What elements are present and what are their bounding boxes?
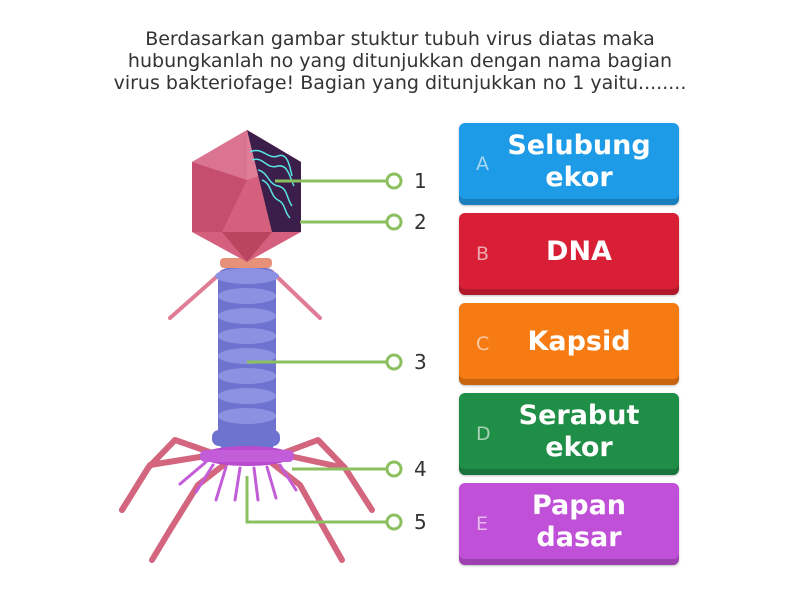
collar-whiskers: [168, 270, 322, 320]
pointer-lines: [245, 179, 392, 524]
answer-option-a[interactable]: A Selubung ekor: [459, 123, 679, 205]
question-text: Berdasarkan gambar stuktur tubuh virus d…: [90, 28, 710, 94]
question-line-3: virus bakteriofage! Bagian yang ditunjuk…: [113, 72, 687, 94]
answer-option-d[interactable]: D Serabut ekor: [459, 393, 679, 475]
pointer-number-3: 3: [414, 350, 427, 374]
question-line-1: Berdasarkan gambar stuktur tubuh virus d…: [145, 28, 655, 50]
answer-label-c: Kapsid: [527, 326, 631, 357]
pointer-number-4: 4: [414, 457, 427, 481]
dna-icon: [249, 149, 295, 219]
answer-letter-d: D: [476, 423, 491, 445]
answer-option-e[interactable]: E Papan dasar: [459, 483, 679, 565]
pointer-number-1: 1: [414, 169, 427, 193]
pointer-handles: [385, 172, 403, 531]
answer-option-b[interactable]: B DNA: [459, 213, 679, 295]
question-line-2: hubungkanlah no yang ditunjukkan dengan …: [127, 50, 673, 72]
answer-label-a: Selubung ekor: [507, 130, 651, 193]
pointer-number-5: 5: [414, 510, 427, 534]
answer-label-b: DNA: [546, 236, 612, 267]
tail-fibers: [119, 437, 375, 563]
capsid-head: [192, 130, 301, 262]
tail-sheath: [212, 268, 280, 450]
answer-label-d: Serabut ekor: [518, 400, 640, 463]
pointer-number-2: 2: [414, 210, 427, 234]
capsid-cutaway: [247, 130, 301, 232]
collar: [220, 258, 272, 268]
base-plate: [178, 446, 298, 502]
answer-option-c[interactable]: C Kapsid: [459, 303, 679, 385]
answer-letter-c: C: [476, 333, 490, 355]
answer-letter-b: B: [476, 243, 490, 265]
answer-label-e: Papan dasar: [531, 490, 627, 553]
answer-letter-e: E: [476, 513, 489, 535]
answer-letter-a: A: [476, 153, 489, 175]
